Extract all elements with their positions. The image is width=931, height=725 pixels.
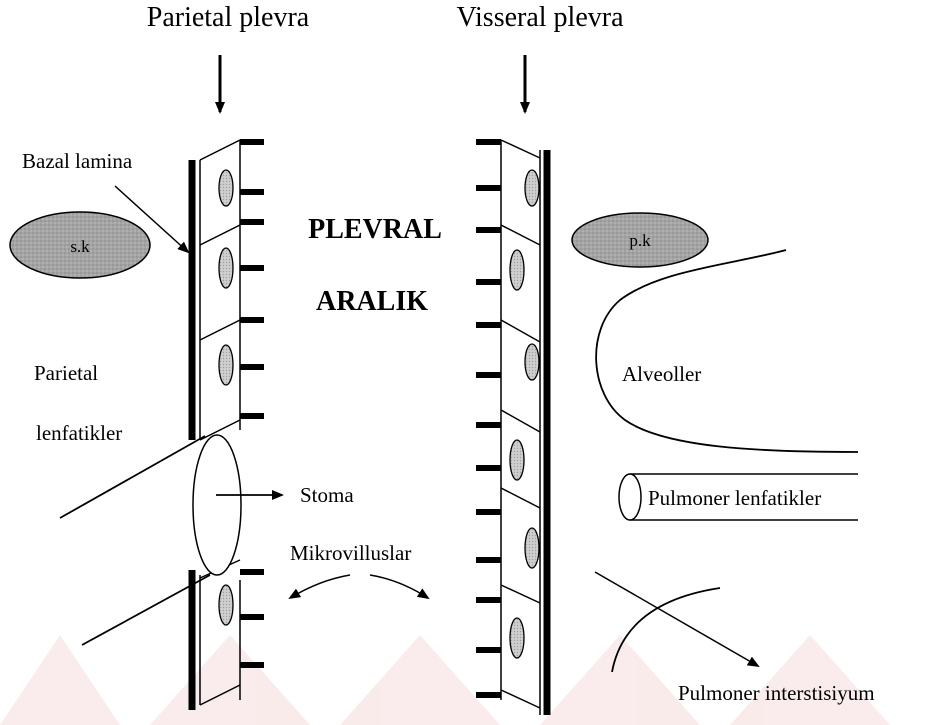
pulmoner-lenfatikler-label: Pulmoner lenfatikler: [648, 486, 821, 510]
alveoli-outline: [596, 250, 858, 452]
parietal-label: Parietal: [34, 361, 98, 385]
mikrovilluslar-label: Mikrovilluslar: [290, 541, 411, 565]
plevral-label: PLEVRAL: [308, 214, 442, 245]
sk-label: s.k: [70, 237, 90, 256]
parietal-pleura-layer: [192, 140, 264, 710]
parietal-microvilli: [240, 142, 264, 665]
pulmonary-lymph-opening: [619, 474, 641, 520]
nucleus: [525, 344, 539, 380]
mikrovilluslar-arrow-right: [370, 575, 428, 598]
bazal-lamina-label: Bazal lamina: [22, 149, 133, 173]
lenfatikler-label: lenfatikler: [36, 421, 122, 445]
pk-label: p.k: [629, 231, 651, 250]
interstitium-curve: [612, 588, 720, 672]
stoma: [193, 435, 241, 575]
nucleus: [510, 618, 524, 658]
visceral-pleura-layer: [476, 140, 547, 715]
nucleus: [219, 248, 233, 288]
alveoller-label: Alveoller: [622, 362, 701, 386]
nucleus: [510, 440, 524, 480]
visseral-plevra-title: Visseral plevra: [456, 2, 624, 33]
pulmoner-interstisiyum-label: Pulmoner interstisiyum: [678, 681, 875, 705]
nucleus: [219, 170, 233, 206]
parietal-plevra-title: Parietal plevra: [147, 2, 310, 33]
nucleus: [525, 170, 539, 206]
nucleus: [219, 345, 233, 385]
nucleus: [510, 250, 524, 290]
interstitium-arrow: [595, 572, 758, 666]
stoma-label: Stoma: [300, 483, 354, 507]
aralik-label: ARALIK: [316, 286, 428, 317]
nucleus: [219, 585, 233, 625]
parietal-lymphatic-line: [60, 436, 205, 518]
mikrovilluslar-arrow-left: [290, 575, 350, 598]
visceral-microvilli: [476, 142, 501, 695]
nucleus: [525, 528, 539, 568]
